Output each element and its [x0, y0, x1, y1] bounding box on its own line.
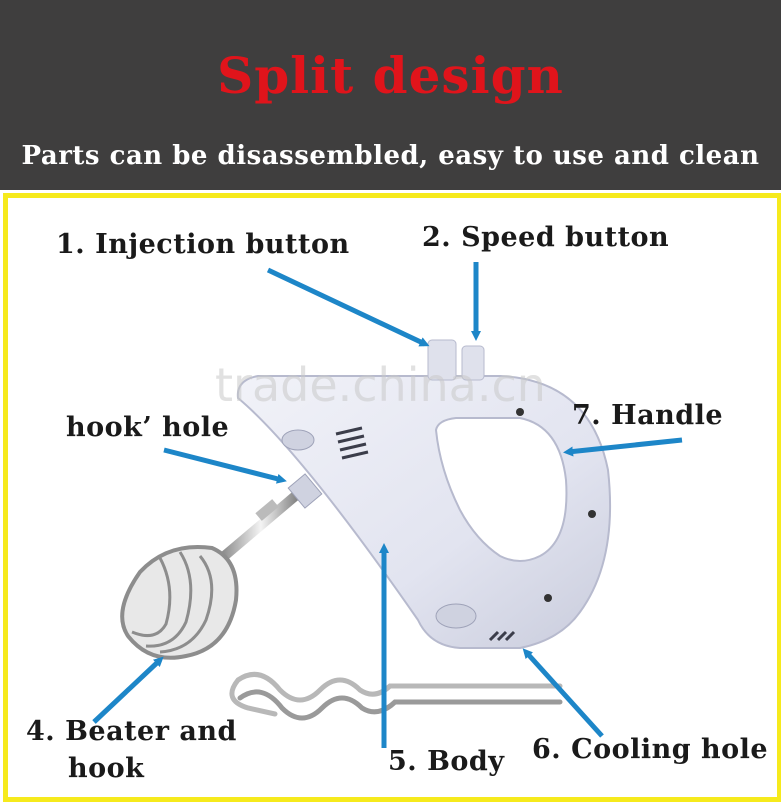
page-subtitle: Parts can be disassembled, easy to use a…	[21, 141, 760, 171]
label-beater-line1: 4. Beater and	[26, 716, 237, 747]
watermark: trade.china.cn	[215, 358, 546, 412]
header-banner	[0, 0, 781, 190]
dough-hooks	[229, 671, 563, 721]
product-frame	[3, 193, 781, 802]
label-body: 5. Body	[388, 746, 505, 777]
label-speed-button: 2. Speed button	[422, 222, 670, 253]
page-title: Split design	[217, 46, 564, 105]
callout-arrows	[92, 262, 683, 748]
label-handle: 7. Handle	[572, 400, 724, 431]
mixer-body	[236, 339, 612, 649]
beater	[120, 487, 305, 660]
arrow-cooling-hole	[522, 648, 604, 738]
arrow-injection-button	[266, 267, 430, 347]
arrow-beater	[92, 656, 164, 724]
arrow-hook-hole	[163, 447, 287, 484]
label-cooling-hole: 6. Cooling hole	[532, 734, 769, 765]
label-hook-hole: hook’ hole	[66, 412, 230, 443]
label-beater-line2: hook	[68, 753, 145, 784]
arrow-handle	[563, 437, 683, 457]
label-injection-button: 1. Injection button	[56, 229, 350, 260]
